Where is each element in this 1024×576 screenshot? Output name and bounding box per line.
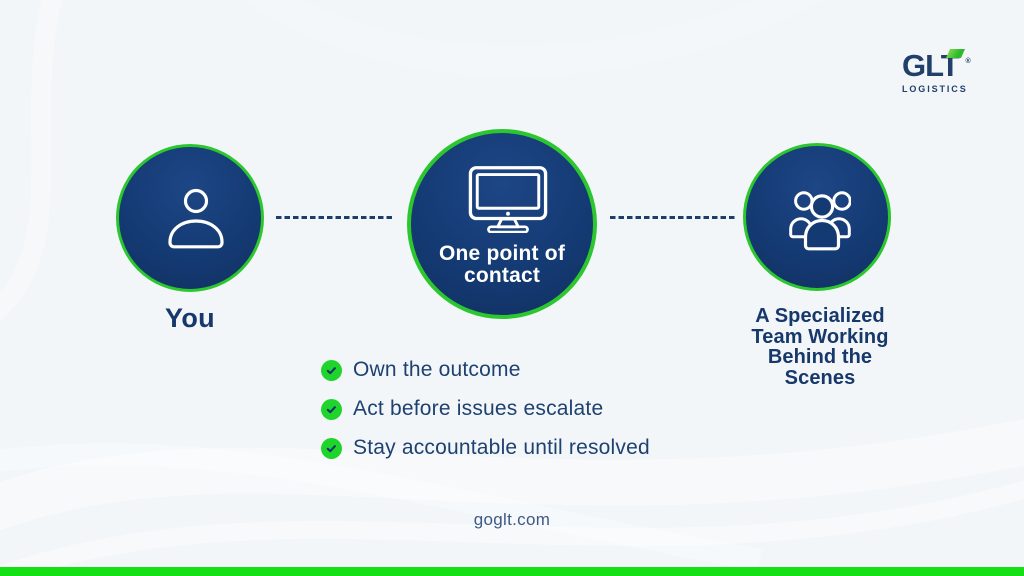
check-circle-icon <box>321 359 342 381</box>
checklist-item-text: Stay accountable until resolved <box>353 436 650 459</box>
node-contact-label-line2: contact <box>463 263 541 287</box>
node-you-label: You <box>165 303 215 333</box>
checklist-item: Act before issues escalate <box>321 397 604 420</box>
person-icon <box>168 188 224 249</box>
glt-logo-wordmark: GLT ® <box>902 49 971 81</box>
node-team-label-line2: Team Working <box>751 325 889 348</box>
node-team-circle <box>743 143 891 291</box>
bottom-accent-bar <box>0 567 1024 576</box>
monitor-icon <box>468 166 548 233</box>
glt-logo-tagline: LOGISTICS <box>902 84 968 94</box>
node-contact-label: One point of contact <box>411 243 593 286</box>
node-team-label-line3: Behind the <box>767 346 873 368</box>
connector-left-dashed-line <box>276 215 395 220</box>
checklist-item-text: Act before issues escalate <box>353 397 604 420</box>
node-team-label: A Specialized Team Working Behind the Sc… <box>726 306 914 388</box>
checklist-item-text: Own the outcome <box>353 358 521 381</box>
glt-logo-flag-icon <box>945 49 965 58</box>
node-you-circle <box>116 144 264 292</box>
node-team-label-line1: A Specialized <box>755 305 885 327</box>
check-circle-icon <box>321 437 342 459</box>
glt-logo: GLT ® LOGISTICS <box>902 49 972 94</box>
checklist-item: Stay accountable until resolved <box>321 436 650 459</box>
website-url: goglt.com <box>473 510 551 529</box>
registered-trademark-symbol: ® <box>965 58 971 65</box>
team-icon <box>789 191 851 251</box>
connector-right-dashed-line <box>610 215 736 220</box>
node-team-label-line4: Scenes <box>784 366 856 389</box>
check-circle-icon <box>321 398 342 420</box>
node-contact-label-line1: One point of <box>438 242 566 265</box>
checklist-item: Own the outcome <box>321 358 521 381</box>
node-contact-circle: One point of contact <box>407 129 597 319</box>
